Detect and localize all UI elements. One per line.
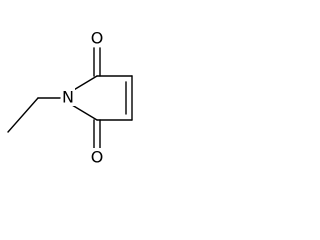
n-ethylmaleimide-structure: N O O — [7, 29, 133, 167]
atom-oxygen-bottom: O — [91, 148, 104, 167]
atom-nitrogen: N — [62, 88, 74, 107]
bond-ch3-ch2 — [7, 97, 39, 133]
bond-n-c-top — [71, 75, 98, 92]
bond-n-c-bottom — [71, 104, 98, 121]
atom-oxygen-top: O — [91, 29, 104, 48]
